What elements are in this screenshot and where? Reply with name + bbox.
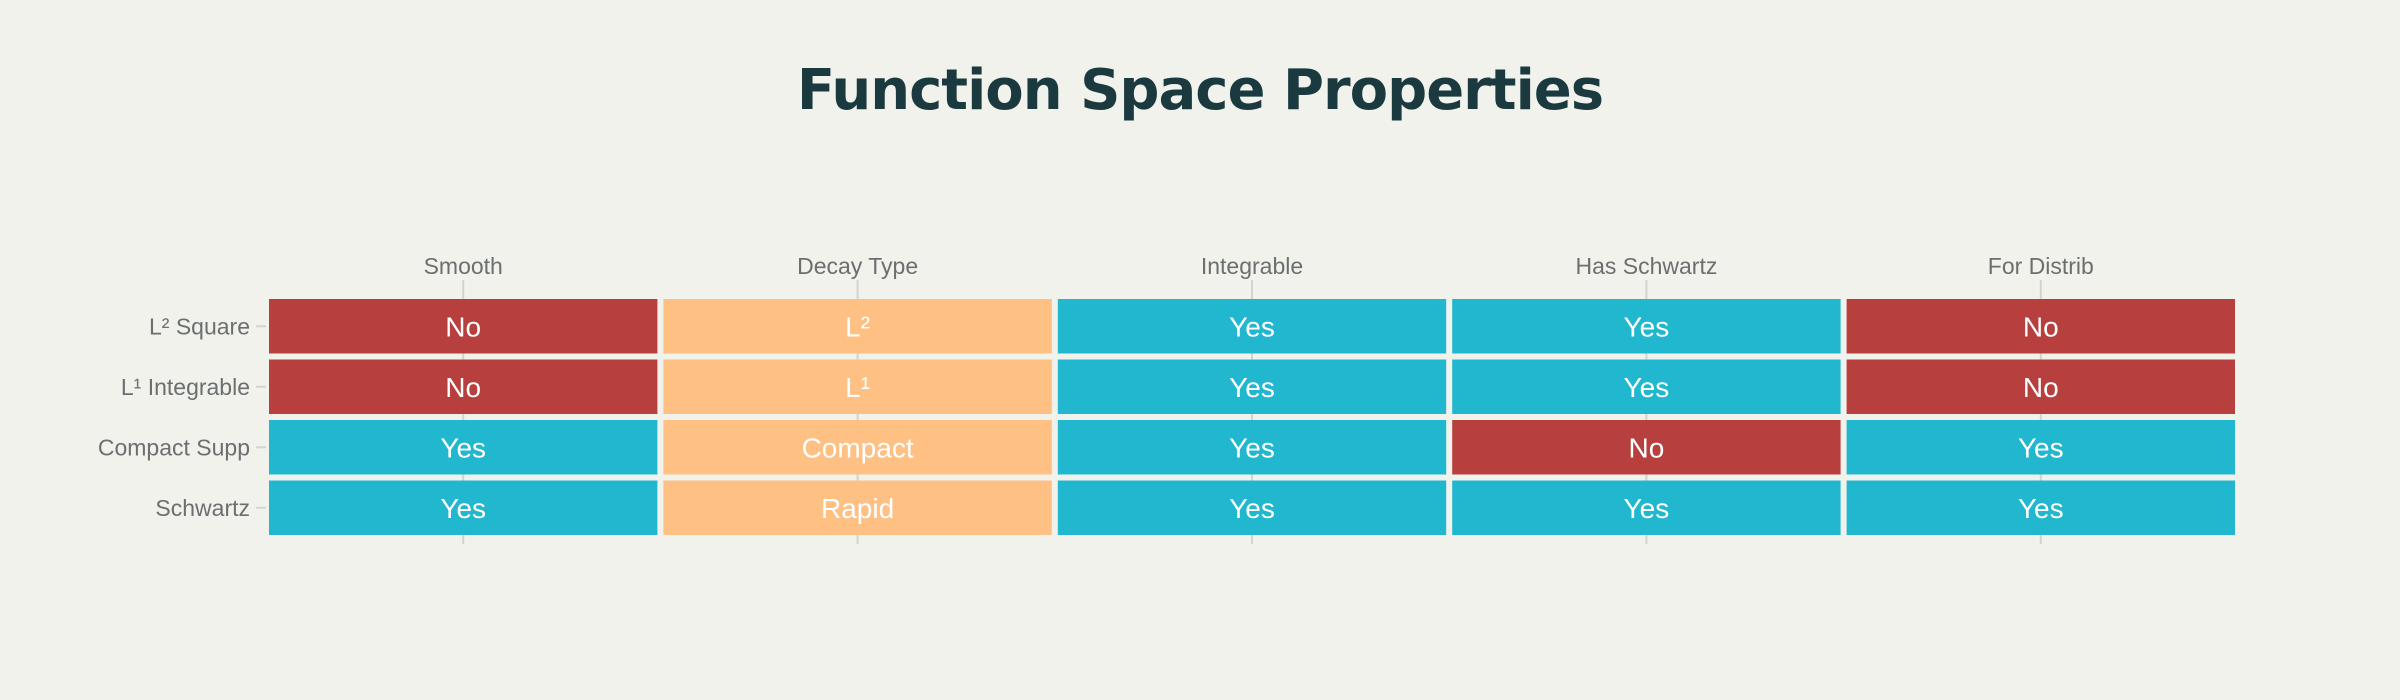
column-label: Smooth	[424, 253, 503, 279]
heatmap-cell	[1452, 359, 1841, 414]
cell-value-label: Yes	[2018, 493, 2064, 524]
cell-value-label: L²	[845, 311, 870, 342]
row-label: L¹ Integrable	[121, 374, 250, 400]
cell-value-label: Yes	[440, 432, 486, 463]
heatmap-cell	[1057, 359, 1447, 414]
cell-value-label: No	[2023, 372, 2059, 403]
column-label: For Distrib	[1988, 253, 2094, 279]
heatmap-cell	[269, 480, 658, 535]
row-label: L² Square	[149, 313, 250, 339]
cell-value-label: Yes	[1229, 311, 1275, 342]
labels-layer: Smooth Decay Type Integrable Has Schwartz Fo…	[98, 253, 2094, 524]
cell-value-label: L¹	[845, 372, 870, 403]
heatmap-cell	[663, 359, 1052, 414]
heatmap-cell	[1057, 480, 1447, 535]
heatmap-cell	[269, 420, 658, 475]
column-label: Integrable	[1201, 253, 1303, 279]
heatmap-cell	[663, 480, 1052, 535]
cell-value-label: No	[1629, 432, 1665, 463]
heatmap-cell	[1452, 299, 1841, 354]
heatmap-cell	[1846, 299, 2235, 354]
cells-layer	[269, 299, 2235, 535]
row-label: Schwartz	[155, 495, 250, 521]
row-label: Compact Supp	[98, 434, 250, 460]
cell-value-label: Yes	[2018, 432, 2064, 463]
heatmap-cell	[269, 359, 658, 414]
cell-value-label: Yes	[1229, 432, 1275, 463]
cell-value-label: No	[2023, 311, 2059, 342]
heatmap-cell	[663, 420, 1052, 475]
cell-value-label: Yes	[1624, 372, 1670, 403]
cell-value-label: Yes	[440, 493, 486, 524]
cell-value-label: No	[445, 372, 481, 403]
cell-value-label: Yes	[1229, 372, 1275, 403]
heatmap-cell	[663, 299, 1052, 354]
cell-value-label: No	[445, 311, 481, 342]
column-label: Has Schwartz	[1575, 253, 1717, 279]
cell-value-label: Yes	[1624, 493, 1670, 524]
heatmap-cell	[269, 299, 658, 354]
column-label: Decay Type	[797, 253, 918, 279]
heatmap-cell	[1057, 420, 1447, 475]
cell-value-label: Yes	[1624, 311, 1670, 342]
heatmap-cell	[1846, 359, 2235, 414]
cell-value-label: Compact	[802, 432, 914, 463]
heatmap-cell	[1057, 299, 1447, 354]
cell-value-label: Yes	[1229, 493, 1275, 524]
cell-value-label: Rapid	[821, 493, 894, 524]
heatmap-cell	[1452, 420, 1841, 475]
heatmap-cell	[1452, 480, 1841, 535]
chart-title: Function Space Properties	[796, 58, 1604, 123]
heatmap-cell	[1846, 420, 2235, 475]
heatmap-cell	[1846, 480, 2235, 535]
